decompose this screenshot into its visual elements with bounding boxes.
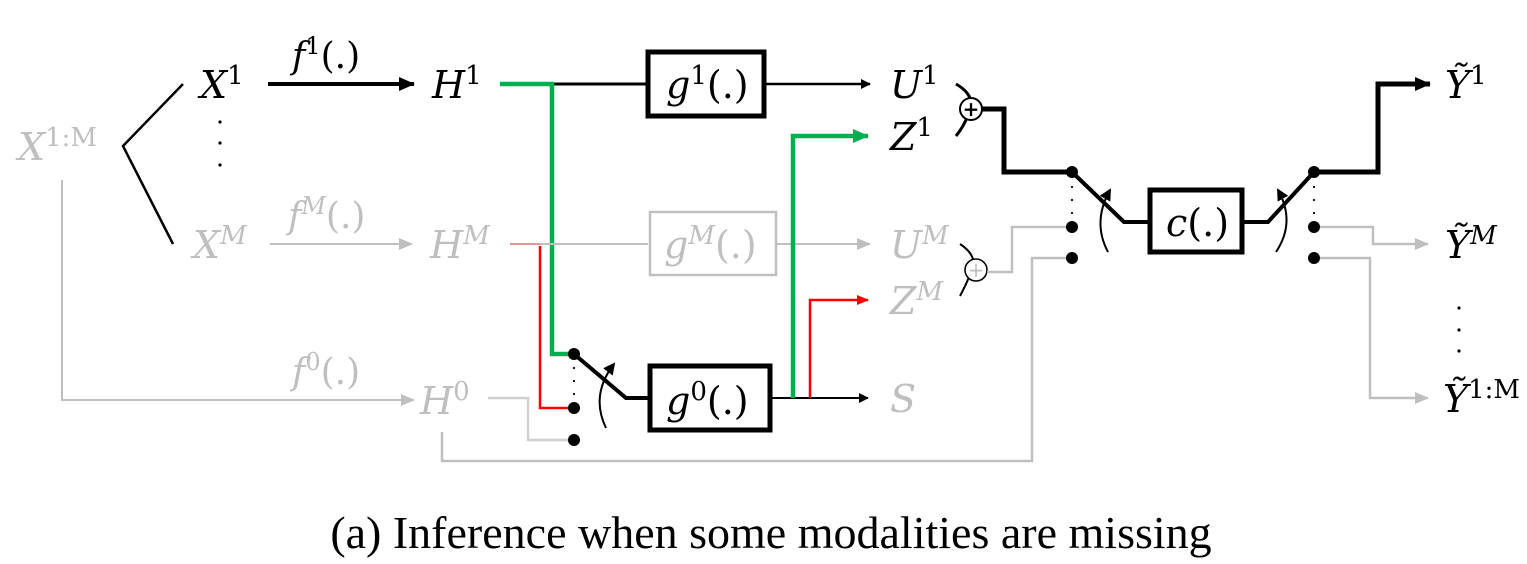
switch-c-out-contact-3[interactable] xyxy=(1308,252,1320,264)
output-y-all-arrow xyxy=(1320,256,1429,404)
green-path-h1-to-switch xyxy=(500,81,574,357)
ellipsis-dot xyxy=(1070,198,1074,202)
ellipsis-dot xyxy=(218,163,222,167)
sumM-to-c-switch-line xyxy=(987,225,1072,274)
ellipsis-dot xyxy=(572,366,576,370)
switch-c-in-contact-2[interactable] xyxy=(1066,221,1078,233)
node-x1: X1 xyxy=(197,61,244,107)
sumM-node xyxy=(964,258,988,282)
switch-c-out-rotation-arrow xyxy=(1275,188,1289,253)
sum1-plus-icon: + xyxy=(963,97,980,121)
switch-c-in-lever[interactable] xyxy=(1070,170,1148,224)
node-y-all: Ỹ1:M xyxy=(1443,375,1520,421)
label-f1: f1(.) xyxy=(289,32,360,77)
node-z1: Z1 xyxy=(889,113,933,159)
node-y1: Ỹ1 xyxy=(1445,61,1487,107)
switch-g0-rotation-arrow xyxy=(598,362,616,429)
node-u1: U1 xyxy=(890,61,939,107)
output-yM-arrow xyxy=(1320,225,1429,250)
output-y1-arrow xyxy=(1314,77,1431,175)
ellipsis-dot xyxy=(1070,185,1074,189)
node-hM: HM xyxy=(429,221,491,267)
node-zM: ZM xyxy=(889,277,944,323)
h0-to-switch-line xyxy=(488,396,574,442)
switch-c-out-contact-2[interactable] xyxy=(1308,221,1320,233)
node-xM: XM xyxy=(190,221,248,267)
node-yM: ỸM xyxy=(1445,221,1498,267)
block-g0-label: g0(.) xyxy=(666,377,749,423)
switch-g0-contact-3[interactable] xyxy=(568,434,580,446)
node-s: S xyxy=(890,377,916,421)
block-g0 xyxy=(647,363,773,433)
h0-bypass-line xyxy=(440,256,1072,463)
split-bracket xyxy=(121,83,184,245)
ellipsis-dot xyxy=(218,141,222,145)
label-f0: f0(.) xyxy=(289,348,360,393)
node-h0: H0 xyxy=(419,377,470,423)
block-c xyxy=(1147,187,1245,255)
switch-g0-contact-2[interactable] xyxy=(568,402,580,414)
sum1-to-c-switch-line xyxy=(982,106,1072,175)
f0-arrow xyxy=(61,180,415,406)
switch-c-in-contact-3[interactable] xyxy=(1066,252,1078,264)
ellipsis-dot xyxy=(1457,328,1461,332)
ellipsis-dot xyxy=(1312,198,1316,202)
ellipsis-dot xyxy=(218,120,222,124)
block-c-label: c(.) xyxy=(1166,201,1229,245)
block-gM xyxy=(648,210,778,277)
node-x-all: X1:M xyxy=(15,123,97,169)
figure-caption: (a) Inference when some modalities are m… xyxy=(330,507,1211,558)
label-fM: fM(.) xyxy=(285,192,365,237)
green-path-g0-to-z1 xyxy=(790,129,869,398)
sumM-plus-icon: + xyxy=(968,258,985,282)
block-g1 xyxy=(645,49,767,119)
ellipsis-dot xyxy=(1457,306,1461,310)
switch-c-out-lever[interactable] xyxy=(1242,170,1316,224)
block-gM-label: gM(.) xyxy=(664,221,757,267)
switch-c-in-rotation-arrow xyxy=(1099,188,1111,253)
block-g1-label: g1(.) xyxy=(666,61,749,107)
ellipsis-dot xyxy=(1312,211,1316,215)
ellipsis-dot xyxy=(1312,185,1316,189)
node-uM: UM xyxy=(890,221,950,267)
ellipsis-dot xyxy=(1070,211,1074,215)
red-path-g0-to-zM xyxy=(808,295,869,398)
ellipsis-dot xyxy=(572,392,576,396)
red-path-hM-to-switch xyxy=(538,246,574,410)
node-h1: H1 xyxy=(431,61,482,107)
switch-g0-lever[interactable] xyxy=(572,352,648,400)
ellipsis-dot xyxy=(1457,349,1461,353)
ellipsis-dot xyxy=(572,379,576,383)
